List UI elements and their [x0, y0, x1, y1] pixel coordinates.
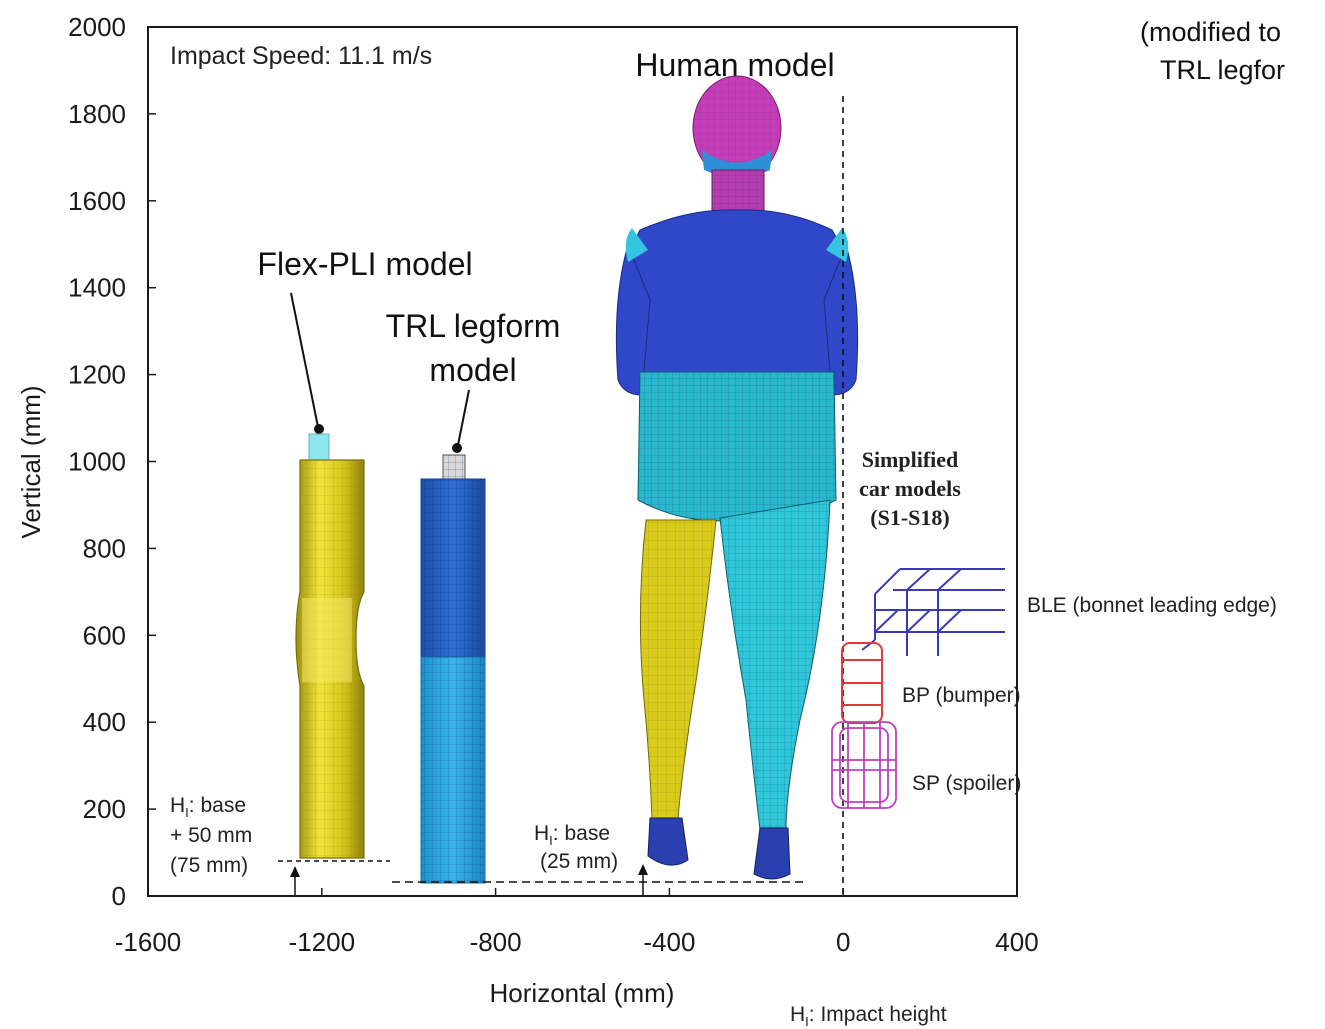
- simplified-line1: Simplified: [862, 447, 959, 472]
- y-tick-label: 2000: [68, 12, 126, 42]
- clipped-note-line1: (modified to: [1140, 17, 1281, 47]
- trl-legform-model: [420, 454, 486, 884]
- clipped-note-line2: TRL legfor: [1160, 55, 1285, 85]
- x-axis-ticks: -1600 -1200 -800 -400 0 400: [115, 888, 1039, 957]
- x-tick-label: 400: [995, 927, 1038, 957]
- y-tick-label: 1800: [68, 99, 126, 129]
- x-tick-label: -1200: [289, 927, 356, 957]
- ble-label: BLE (bonnet leading edge): [1027, 594, 1277, 617]
- y-tick-label: 1000: [68, 447, 126, 477]
- x-axis-label: Horizontal (mm): [490, 978, 675, 1008]
- impact-speed-label: Impact Speed: 11.1 m/s: [170, 42, 432, 70]
- x-tick-label: -400: [643, 927, 695, 957]
- x-tick-label: -800: [470, 927, 522, 957]
- y-axis-ticks: 0 200 400 600 800 1000 1200 1400 1600 1800 2000: [68, 12, 156, 911]
- y-tick-label: 800: [83, 533, 126, 563]
- flex-hi-line2: + 50 mm: [170, 824, 252, 847]
- bumper-wireframe: [841, 642, 883, 724]
- y-tick-label: 600: [83, 620, 126, 650]
- y-tick-label: 0: [112, 881, 126, 911]
- trl-hi-line2: (25 mm): [540, 850, 618, 873]
- flex-pli-leader-dot: [314, 424, 324, 434]
- flex-pli-label: Flex-PLI model: [257, 246, 472, 282]
- impact-height-definition: HI: Impact height: [790, 1003, 947, 1029]
- y-tick-label: 1200: [68, 360, 126, 390]
- y-tick-label: 200: [83, 794, 126, 824]
- flex-hi-line3: (75 mm): [170, 854, 248, 877]
- x-tick-label: -1600: [115, 927, 182, 957]
- simplified-line3: (S1-S18): [870, 505, 949, 530]
- y-axis-label: Vertical (mm): [16, 385, 46, 538]
- flex-arrow-head: [290, 866, 300, 877]
- trl-label-line1: TRL legform: [386, 308, 561, 344]
- human-model: [615, 75, 859, 880]
- trl-leader: [457, 389, 470, 446]
- simplified-line2: car models: [859, 476, 961, 501]
- trl-leader-dot: [452, 443, 462, 453]
- flex-hi-line1: HI: base: [170, 794, 246, 820]
- y-tick-label: 1600: [68, 186, 126, 216]
- flex-pli-leader: [290, 292, 319, 428]
- bp-label: BP (bumper): [902, 684, 1021, 707]
- spoiler-wireframe: [831, 721, 897, 809]
- y-tick-label: 400: [83, 707, 126, 737]
- x-tick-label: 0: [836, 927, 850, 957]
- trl-label-line2: model: [429, 352, 516, 388]
- ble-wireframe: [861, 568, 1005, 656]
- flex-pli-model: [295, 433, 365, 859]
- sp-label: SP (spoiler): [912, 772, 1021, 795]
- trl-hi-line1: HI: base: [534, 822, 610, 848]
- y-tick-label: 1400: [68, 273, 126, 303]
- trl-arrow-head: [638, 864, 648, 875]
